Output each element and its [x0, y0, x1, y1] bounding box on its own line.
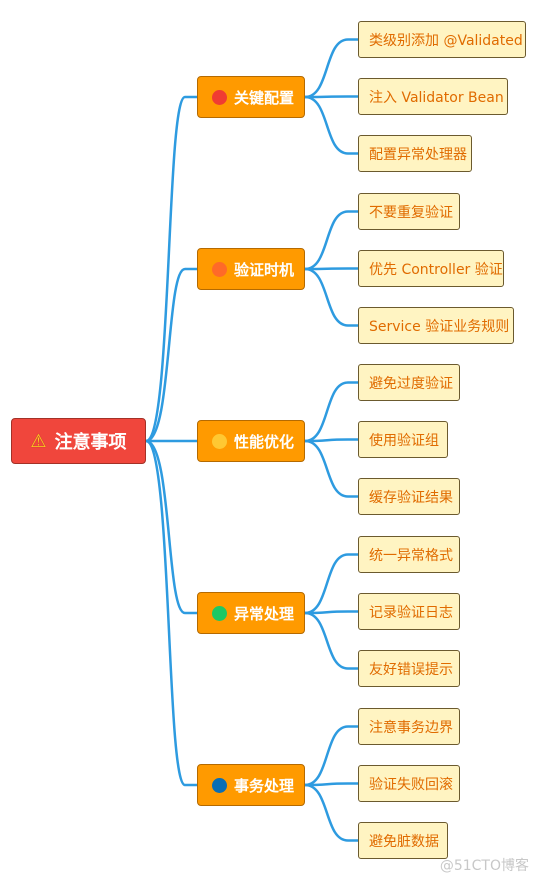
leaf-node[interactable]: 避免脏数据	[358, 822, 448, 859]
status-dot-icon	[212, 89, 227, 105]
leaf-node[interactable]: Service 验证业务规则	[358, 307, 514, 344]
branch-node[interactable]: 关键配置	[197, 76, 305, 118]
leaf-label: 验证失败回滚	[369, 776, 453, 793]
branch-leaf-connector	[303, 611, 360, 670]
status-dot-icon	[212, 433, 227, 449]
branch-leaf-connector	[303, 782, 360, 787]
branch-leaf-connector	[303, 38, 360, 99]
branch-leaf-connector	[303, 610, 360, 615]
leaf-node[interactable]: 使用验证组	[358, 421, 448, 458]
leaf-label: 缓存验证结果	[369, 489, 453, 506]
leaf-label: 注意事务边界	[369, 719, 453, 736]
branch-label: 关键配置	[234, 88, 295, 107]
branch-leaf-connector	[303, 267, 360, 327]
leaf-label: 避免脏数据	[369, 833, 439, 850]
root-label: 注意事项	[54, 432, 127, 453]
branch-leaf-connector	[303, 267, 360, 271]
branch-label: 事务处理	[234, 776, 295, 795]
leaf-node[interactable]: 缓存验证结果	[358, 478, 460, 515]
leaf-node[interactable]: 验证失败回滚	[358, 765, 460, 802]
leaf-label: 注入 Validator Bean	[369, 89, 504, 106]
leaf-label: 不要重复验证	[369, 204, 453, 221]
status-dot-icon	[212, 261, 227, 277]
leaf-label: 类级别添加 @Validated	[369, 32, 523, 49]
root-node[interactable]: ⚠ 注意事项	[11, 418, 146, 464]
leaf-node[interactable]: 配置异常处理器	[358, 135, 472, 172]
leaf-label: 友好错误提示	[369, 661, 453, 678]
leaf-node[interactable]: 优先 Controller 验证	[358, 250, 504, 287]
leaf-label: 统一异常格式	[369, 547, 453, 564]
root-branch-connector	[144, 267, 199, 443]
branch-leaf-connector	[303, 439, 360, 498]
branch-node[interactable]: 异常处理	[197, 592, 305, 634]
leaf-node[interactable]: 注入 Validator Bean	[358, 78, 508, 115]
leaf-node[interactable]: 类级别添加 @Validated	[358, 21, 526, 58]
branch-node[interactable]: 性能优化	[197, 420, 305, 462]
branch-leaf-connector	[303, 725, 360, 787]
branch-leaf-connector	[303, 210, 360, 271]
branch-leaf-connector	[303, 95, 360, 99]
branch-leaf-connector	[303, 783, 360, 842]
root-branch-connector	[144, 439, 199, 787]
leaf-node[interactable]: 注意事务边界	[358, 708, 460, 745]
leaf-label: 避免过度验证	[369, 375, 453, 392]
branch-leaf-connector	[303, 95, 360, 155]
leaf-label: 优先 Controller 验证	[369, 261, 503, 278]
branch-label: 性能优化	[234, 432, 295, 451]
status-dot-icon	[212, 605, 227, 621]
branch-node[interactable]: 验证时机	[197, 248, 305, 290]
leaf-node[interactable]: 友好错误提示	[358, 650, 460, 687]
status-dot-icon	[212, 777, 227, 793]
leaf-node[interactable]: 记录验证日志	[358, 593, 460, 630]
root-branch-connector	[144, 439, 199, 615]
leaf-node[interactable]: 避免过度验证	[358, 364, 460, 401]
leaf-label: Service 验证业务规则	[369, 318, 510, 335]
branch-leaf-connector	[303, 381, 360, 443]
watermark: @51CTO博客	[439, 858, 529, 874]
branch-node[interactable]: 事务处理	[197, 764, 305, 806]
branch-leaf-connector	[303, 438, 360, 443]
branch-label: 验证时机	[234, 260, 295, 279]
root-branch-connector	[144, 95, 199, 443]
leaf-label: 记录验证日志	[369, 604, 453, 621]
leaf-node[interactable]: 不要重复验证	[358, 193, 460, 230]
warning-icon: ⚠	[30, 430, 47, 452]
branch-label: 异常处理	[234, 604, 295, 623]
leaf-label: 配置异常处理器	[369, 146, 467, 163]
leaf-node[interactable]: 统一异常格式	[358, 536, 460, 573]
branch-leaf-connector	[303, 553, 360, 615]
leaf-label: 使用验证组	[369, 432, 439, 449]
